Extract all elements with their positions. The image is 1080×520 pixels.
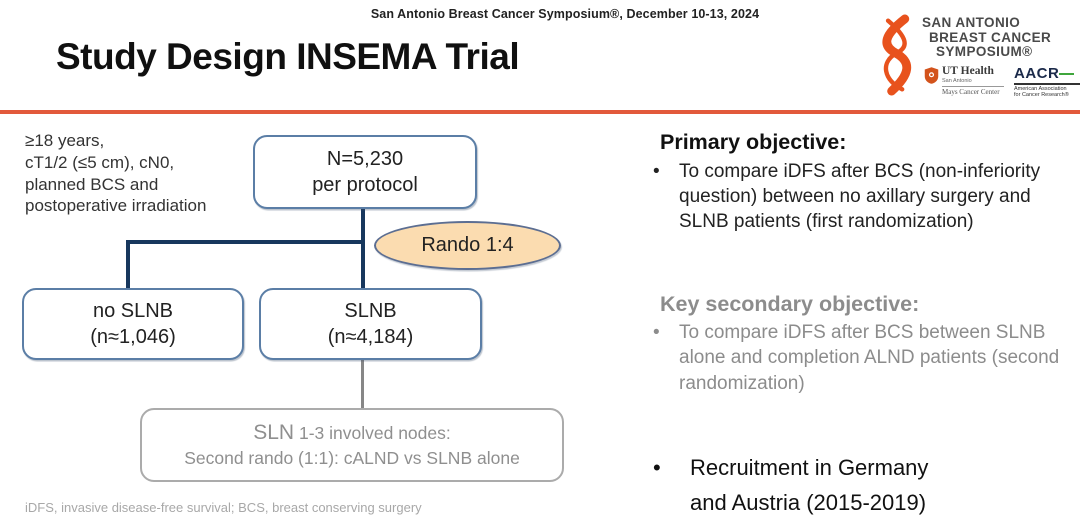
connector-horizontal [126,240,365,244]
aacr-green-line [1059,72,1074,76]
bullet-glyph: • [653,322,660,343]
protocol-box: N=5,230 per protocol [253,135,477,209]
sabcs-wordmark-line2: BREAST CANCER [929,29,1052,45]
slnb-box: SLNB (n≈4,184) [259,288,482,360]
sabcs-ribbon-icon [874,12,918,103]
sabcs-wordmark: SAN ANTONIO BREAST CANCER SYMPOSIUM® [922,15,1052,60]
page-title: Study Design INSEMA Trial [56,36,520,77]
second-rando-sln-label: SLN [253,421,295,445]
secondary-objective-text: To compare iDFS after BCS between SLNB a… [679,322,1060,394]
recruitment-bullet: • Recruitment in Germany and Austria (20… [653,450,1073,520]
secondary-objective-bullet: • To compare iDFS after BCS between SLNB… [653,320,1071,396]
secondary-objective-heading: Key secondary objective: [660,292,920,316]
mays-cancer-center-label: Mays Cancer Center [942,88,1000,96]
orange-divider [0,110,1080,114]
aacr-letters: AACR [1014,65,1060,82]
eligibility-criteria-text: ≥18 years, cT1/2 (≤5 cm), cN0, planned B… [25,131,207,216]
second-rando-box: SLN 1-3 involved nodes: Second rando (1:… [140,408,564,482]
aacr-rule [1014,83,1080,85]
second-rando-line2: Second rando (1:1): cALND vs SLNB alone [184,448,520,469]
ut-health-shield-icon [924,66,939,96]
ut-health-rule [942,86,1004,87]
ut-health-subtitle: San Antonio [942,77,972,84]
sabcs-wordmark-line1: SAN ANTONIO [922,15,1021,30]
rando-ellipse: Rando 1:4 [374,221,561,270]
aacr-logo: AACR American Association for Cancer Res… [1014,66,1080,98]
partner-logos: UT Health San Antonio Mays Cancer Center… [924,65,1080,98]
primary-objective-text: To compare iDFS after BCS (non-inferiori… [679,161,1041,232]
primary-objective-heading: Primary objective: [660,130,847,154]
connector-protocol-to-slnb [361,204,365,290]
aacr-wordmark: AACR [1014,66,1080,81]
abbreviations-footnote: iDFS, invasive disease-free survival; BC… [25,500,422,515]
connector-slnb-to-second-rando [361,354,364,410]
bullet-glyph: • [653,161,660,182]
ut-health-logo: UT Health San Antonio Mays Cancer Center [924,65,1004,96]
sabcs-wordmark-line3: SYMPOSIUM® [936,44,1033,60]
second-rando-line1: SLN 1-3 involved nodes: [253,419,451,447]
sabcs-logo: SAN ANTONIO BREAST CANCER SYMPOSIUM® UT … [874,6,1080,106]
ut-health-name: UT Health [942,65,994,77]
bullet-glyph: • [653,455,661,480]
primary-objective-bullet: • To compare iDFS after BCS (non-inferio… [653,160,1071,235]
second-rando-line1-rest: 1-3 involved nodes: [294,423,451,444]
connector-to-no-slnb [126,240,130,290]
recruitment-text: Recruitment in Germany and Austria (2015… [690,455,929,516]
no-slnb-box: no SLNB (n≈1,046) [22,288,244,360]
aacr-subtitle: American Association for Cancer Research… [1014,85,1069,98]
conference-line: San Antonio Breast Cancer Symposium®, De… [370,7,760,21]
